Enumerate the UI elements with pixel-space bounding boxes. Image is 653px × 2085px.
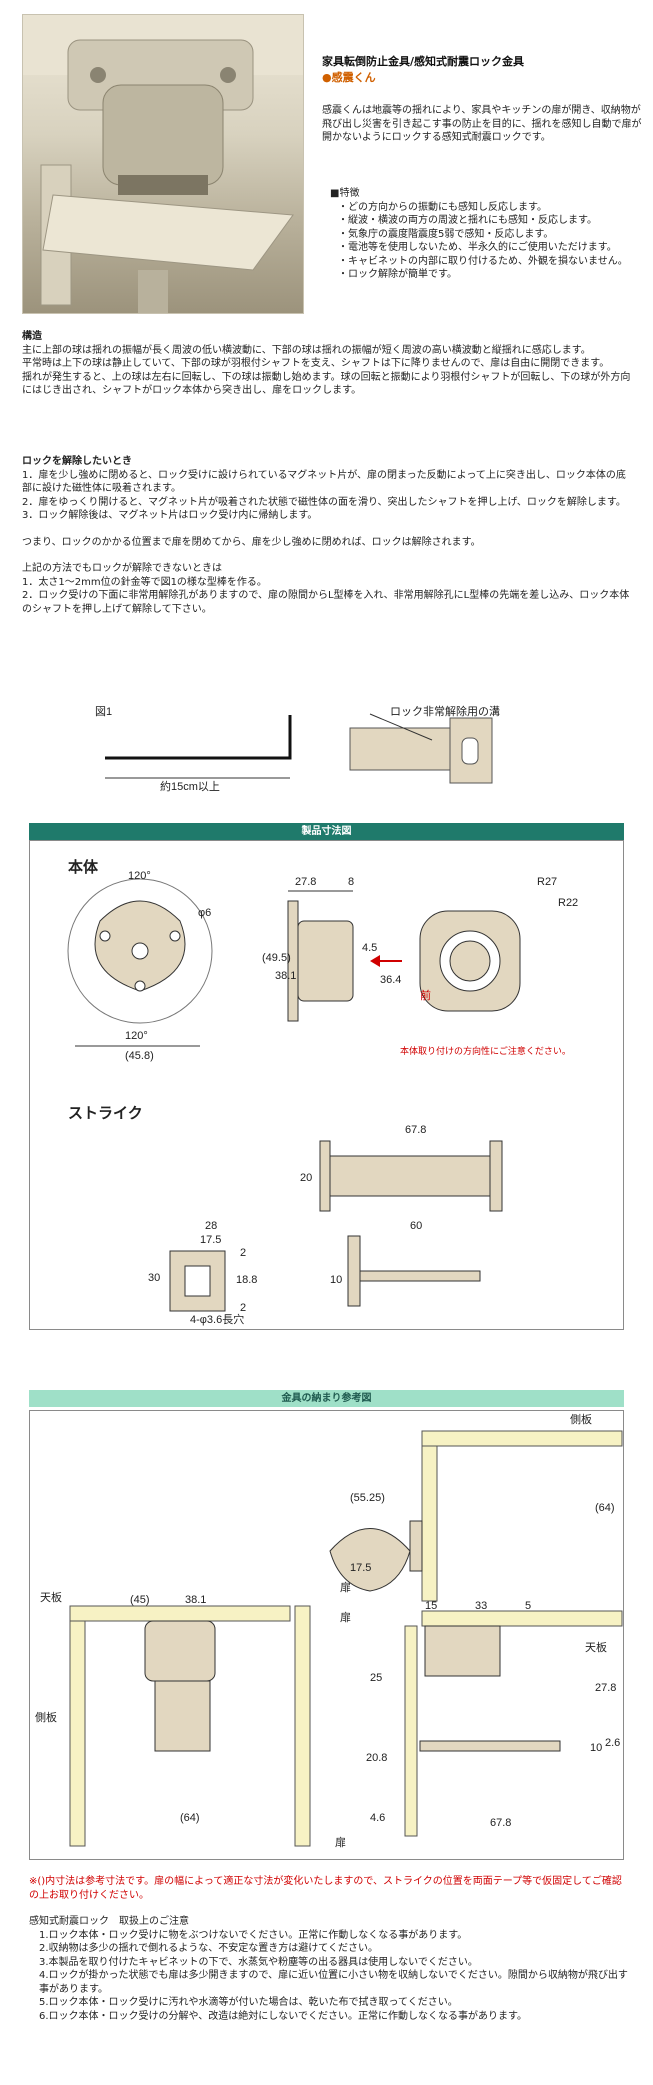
install-dimension: 5	[525, 1600, 532, 1612]
feature-item: ・気象庁の震度階震度5弱で感知・反応します。	[338, 228, 554, 240]
installation-panel: 側板 天板 扉 側板 天板 扉 扉 (55.25) (64) 17.5 (45)…	[29, 1410, 624, 1860]
release-line: 2．ロック受けの下面に非常用解除孔がありますので、扉の隙間からL型棒を入れ、非常…	[22, 590, 630, 615]
offset-label: 4.5	[362, 942, 378, 954]
release-line: 3．ロック解除後は、マグネット片はロック受け内に帰納します。	[22, 510, 318, 521]
structure-line: 主に上部の球は揺れの振幅が長く周波の低い横波動に、下部の球は揺れの振幅が短く周波…	[22, 344, 591, 356]
caution-item: 4.ロックが掛かった状態でも扉は多少開きますので、扉に近い位置に小さい物を収納し…	[39, 1970, 628, 1995]
orientation-warning: 本体取り付けの方向性にご注意ください。	[400, 1047, 571, 1057]
mounting-holes-label: 4-φ3.6長穴	[190, 1314, 245, 1326]
strike-width-label: 17.5	[200, 1234, 222, 1246]
install-dimension: 67.8	[490, 1817, 512, 1829]
strike-thickness-label: 10	[330, 1274, 343, 1286]
hole-diameter-label: φ6	[198, 907, 212, 919]
install-dimension: 25	[370, 1672, 383, 1684]
installation-bar: 金具の納まり参考図	[29, 1390, 624, 1407]
install-dimension: 38.1	[185, 1594, 207, 1606]
feature-item: ・キャビネットの内部に取り付けるため、外観を損ないません。	[338, 255, 628, 267]
structure-line: 揺れが発生すると、上の球は左右に回転し、下の球は振動し始めます。球の回転と振動に…	[22, 371, 631, 397]
caution-item: 5.ロック本体・ロック受けに汚れや水滴等が付いた場合は、乾いた布で拭き取ってくだ…	[39, 1997, 458, 2008]
dimensions-bar: 製品寸法図	[29, 823, 624, 840]
install-dimension: (45)	[130, 1594, 150, 1606]
release-line: つまり、ロックのかかる位置まで扉を閉めてから、扉を少し強めに閉めれば、ロックは解…	[22, 536, 481, 548]
emergency-release-slot-label: ロック非常解除用の溝	[390, 706, 500, 718]
release-line: 2．扉をゆっくり開けると、マグネット片が吸着された状態で磁性体の面を滑り、突出し…	[22, 496, 626, 508]
height-label: 36.4	[380, 974, 402, 986]
install-dimension: (55.25)	[350, 1492, 385, 1504]
install-dimension: (64)	[595, 1502, 615, 1514]
figure-1-dimension: 約15cm以上	[160, 781, 220, 793]
angle-label: 120°	[128, 870, 151, 882]
door-label: 扉	[340, 1612, 351, 1624]
caution-heading: 感知式耐震ロック 取扱上のご注意	[29, 1916, 189, 1927]
strike-height-label: 20	[300, 1172, 313, 1184]
strike-margin-label: 2	[240, 1302, 247, 1314]
install-dimension: 15	[425, 1600, 438, 1612]
install-dimension: 10	[590, 1742, 603, 1754]
install-dimension: 4.6	[370, 1812, 386, 1824]
release-heading: ロックを解除したいとき	[22, 456, 132, 467]
door-label: 扉	[335, 1837, 346, 1849]
feature-item: ・どの方向からの振動にも感知し反応します。	[338, 201, 547, 213]
top-panel-label: 天板	[40, 1592, 62, 1604]
width-label: (45.8)	[125, 1050, 154, 1062]
strike-width-label: 28	[205, 1220, 218, 1232]
angle-label: 120°	[125, 1030, 148, 1042]
radius-label: R22	[558, 897, 579, 909]
release-line	[22, 549, 634, 562]
side-panel-label: 側板	[35, 1712, 57, 1724]
strike-length-label: 60	[410, 1220, 423, 1232]
install-dimension: 2.6	[605, 1737, 621, 1749]
strike-margin-label: 2	[240, 1247, 247, 1259]
feature-item: ・電池等を使用しないため、半永久的にご使用いただけます。	[338, 242, 617, 253]
caution-item: 6.ロック本体・ロック受けの分解や、改造は絶対にしないでください。正常に作動しな…	[39, 2010, 527, 2022]
caution-section: 感知式耐震ロック 取扱上のご注意 1.ロック本体・ロック受けに物をぶつけないでく…	[29, 1915, 629, 2023]
intro-text: 感震くんは地震等の揺れにより、家具やキッチンの扉が開き、収納物が飛び出し災害を引…	[322, 105, 642, 143]
strike-length-label: 67.8	[405, 1124, 427, 1136]
figure-1-label: 図1	[95, 706, 113, 718]
door-label: 扉	[340, 1582, 351, 1594]
install-dimension: 20.8	[366, 1752, 388, 1764]
installation-note: ※()内寸法は参考寸法です。扉の幅によって適正な寸法が変化いたしますので、ストラ…	[29, 1876, 622, 1901]
height-label: 38.1	[275, 970, 297, 982]
body-heading: 本体	[68, 858, 99, 876]
radius-label: R27	[537, 876, 558, 888]
install-dimension: (64)	[180, 1812, 200, 1824]
caution-item: 1.ロック本体・ロック受けに物をぶつけないでください。正常に作動しなくなる事があ…	[39, 1929, 468, 1941]
features: ■特徴 ・どの方向からの振動にも感知し反応します。 ・縦波・横波の両方の周波と揺…	[330, 187, 648, 282]
features-heading: ■特徴	[330, 188, 360, 199]
release-section: ロックを解除したいとき 1．扉を少し強めに閉めると、ロック受けに設けられているマ…	[22, 455, 634, 616]
height-label: (49.5)	[262, 952, 291, 964]
strike-heading: ストライク	[68, 1104, 143, 1122]
depth-label: 8	[348, 876, 355, 888]
structure-section: 構造 主に上部の球は揺れの振幅が長く周波の低い横波動に、下部の球は揺れの振幅が短…	[22, 330, 634, 398]
dimensions-panel: 本体 ストライク 120° 120° φ6 (45.8) 27.8 8 (49.…	[29, 840, 624, 1330]
strike-height-label: 30	[148, 1272, 161, 1284]
depth-label: 27.8	[295, 876, 317, 888]
structure-line: 平常時は上下の球は静止していて、下部の球が羽根付シャフトを支え、シャフトは下に降…	[22, 358, 610, 369]
brand-name: ●感震くん	[322, 71, 376, 84]
feature-item: ・ロック解除が簡単です。	[338, 269, 457, 280]
install-dimension: 17.5	[350, 1562, 372, 1574]
install-dimension: 33	[475, 1600, 488, 1612]
figure-1: 図1 約15cm以上 ロック非常解除用の溝	[60, 700, 620, 795]
feature-item: ・縦波・横波の両方の周波と揺れにも感知・反応します。	[338, 215, 597, 226]
strike-slot-label: 18.8	[236, 1274, 258, 1286]
product-photo	[22, 14, 304, 314]
structure-heading: 構造	[22, 331, 42, 342]
caution-item: 3.本製品を取り付けたキャビネットの下で、水蒸気や粉塵等の出る器具は使用しないで…	[39, 1956, 478, 1968]
release-line: 1．扉を少し強めに閉めると、ロック受けに設けられているマグネット片が、扉の閉まっ…	[22, 469, 626, 495]
product-title: 家具転倒防止金具/感知式耐震ロック金具	[322, 55, 525, 68]
top-panel-label: 天板	[585, 1642, 607, 1654]
front-label: 前	[420, 990, 431, 1002]
release-line	[22, 523, 634, 536]
release-line: 1．太さ1〜2mm位の針金等で図1の様な型棒を作る。	[22, 576, 267, 588]
install-dimension: 27.8	[595, 1682, 617, 1694]
caution-item: 2.収納物は多少の揺れで倒れるような、不安定な置き方は避けてください。	[39, 1943, 378, 1954]
side-panel-label: 側板	[570, 1414, 592, 1426]
release-line: 上記の方法でもロックが解除できないときは	[22, 563, 222, 574]
